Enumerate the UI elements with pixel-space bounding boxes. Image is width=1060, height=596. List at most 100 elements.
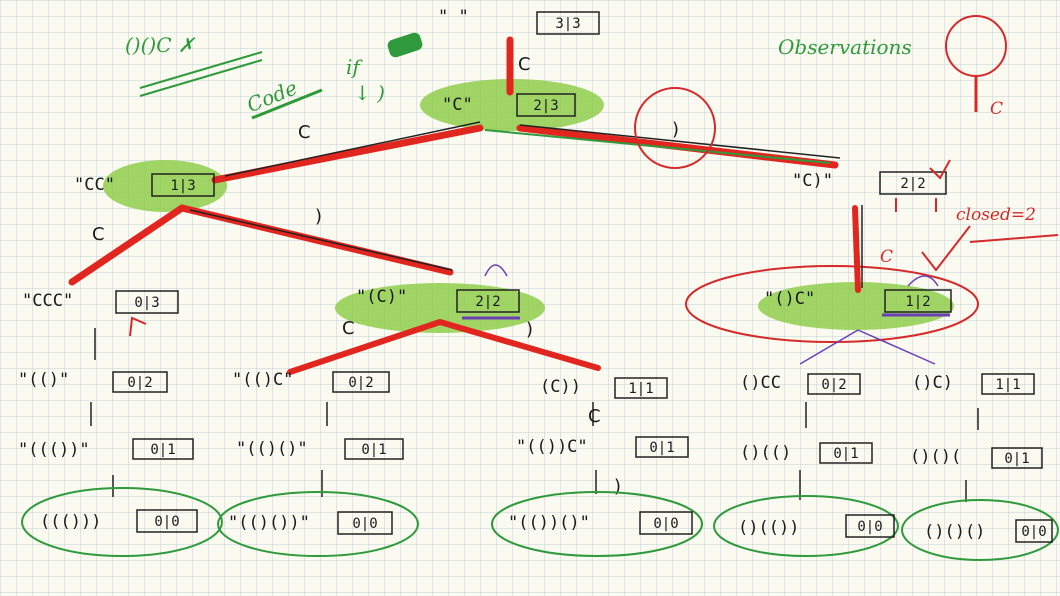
- node-label-leaf-4: ()()(): [924, 522, 985, 542]
- red-check-small: [929, 159, 951, 180]
- node-counts-l3-0: 0|3: [134, 295, 159, 311]
- node-counts-root: 3|3: [555, 16, 580, 32]
- node-box-l4-1: [332, 371, 390, 393]
- node-box-leaf-4: [1015, 519, 1053, 543]
- node-label-l5-4: ()()(: [910, 447, 961, 467]
- node-counts-l5-1: 0|1: [361, 442, 386, 458]
- highlight-mid3: [335, 283, 545, 333]
- red-circle-right3: [685, 265, 979, 343]
- node-box-root: [536, 11, 600, 35]
- green-edges: [484, 129, 831, 164]
- node-counts-l4-1: 0|2: [348, 375, 373, 391]
- node-label-level1: "C": [442, 95, 473, 115]
- node-label-right2: "C)": [792, 171, 833, 191]
- node-label-leaf-0: ((())): [40, 512, 101, 532]
- node-label-root: " ": [438, 7, 469, 27]
- node-box-l3-2: [884, 289, 952, 313]
- node-box-left2: [151, 173, 215, 197]
- node-counts-left2: 1|3: [170, 178, 195, 194]
- node-counts-l5-2: 0|1: [649, 440, 674, 456]
- tree-edges: [68, 36, 861, 375]
- node-label-l4-0: "(()": [18, 370, 69, 390]
- node-label-leaf-1: "(()())": [228, 513, 310, 533]
- edge-label-close: ): [614, 476, 621, 497]
- node-label-l5-1: "(()()": [236, 439, 308, 459]
- node-counts-leaf-2: 0|0: [653, 516, 678, 532]
- node-label-leaf-2: "(())()": [508, 513, 590, 533]
- red-circle-close: [634, 87, 716, 169]
- node-label-l3-2: "()C": [764, 289, 815, 309]
- red-arrow-l3-0: [129, 316, 147, 337]
- underline-note: [139, 51, 263, 89]
- note-top-left: ()()C ✗: [125, 33, 196, 57]
- node-box-l4-0: [112, 371, 168, 393]
- node-box-leaf-1: [337, 511, 393, 535]
- node-counts-l5-0: 0|1: [150, 442, 175, 458]
- highlight-right3: [758, 282, 954, 330]
- node-counts-l4-0: 0|2: [127, 375, 152, 391]
- node-box-leaf-2: [639, 511, 693, 535]
- node-counts-l3-2: 1|2: [905, 294, 930, 310]
- node-label-l4-2: (C)): [540, 377, 581, 397]
- node-box-right2: [879, 171, 947, 195]
- node-counts-l4-2: 1|1: [628, 381, 653, 397]
- node-counts-l3-1: 2|2: [475, 294, 500, 310]
- node-counts-leaf-0: 0|0: [154, 514, 179, 530]
- red-arrow-line: [969, 234, 1059, 243]
- scribble-mark: [387, 32, 423, 58]
- node-box-l3-0: [115, 290, 179, 314]
- edge-label-close: ): [672, 119, 679, 140]
- node-box-l5-3: [819, 442, 873, 464]
- purple-edges: [462, 264, 950, 365]
- edge-label-close: ): [315, 206, 322, 227]
- node-label-l5-3: ()((): [740, 443, 791, 463]
- node-label-l4-4: ()C): [912, 373, 953, 393]
- edge-label-open: C: [298, 122, 311, 143]
- node-label-leaf-3: ()(()): [738, 518, 799, 538]
- node-counts-right2: 2|2: [900, 176, 925, 192]
- node-label-l4-3: ()CC: [740, 373, 781, 393]
- node-box-l4-2: [614, 377, 668, 399]
- highlight-level1: [420, 79, 604, 131]
- underline-note: [139, 59, 263, 97]
- node-box-l4-4: [981, 373, 1035, 395]
- node-box-leaf-0: [136, 509, 198, 533]
- edge-label-open: C: [588, 406, 601, 427]
- node-counts-l4-3: 0|2: [821, 377, 846, 393]
- underline-code: [251, 88, 323, 120]
- edge-label-close: ): [526, 319, 533, 340]
- note-right-c: C: [880, 247, 893, 267]
- note-if-sub: ↓ ): [354, 81, 385, 105]
- highlight-left2: [103, 160, 227, 212]
- node-box-l5-0: [132, 438, 194, 460]
- node-counts-l5-3: 0|1: [833, 446, 858, 462]
- red-checkmark: [921, 225, 971, 272]
- node-counts-l5-4: 0|1: [1004, 451, 1029, 467]
- note-closed-eq: closed=2: [956, 205, 1036, 225]
- note-right-c: C: [990, 99, 1003, 119]
- node-label-l4-1: "(()C": [232, 370, 293, 390]
- node-box-l4-3: [807, 373, 861, 395]
- node-counts-level1: 2|3: [533, 98, 558, 114]
- tree-edges-dark: [90, 121, 979, 502]
- node-box-l5-1: [344, 438, 404, 460]
- note-observations: Observations: [778, 35, 912, 59]
- node-box-level1: [516, 93, 576, 117]
- node-counts-l4-4: 1|1: [995, 377, 1020, 393]
- node-label-l5-0: "((())": [18, 440, 90, 460]
- note-if: if: [346, 55, 363, 79]
- node-counts-leaf-1: 0|0: [352, 516, 377, 532]
- edge-label-open: C: [342, 318, 355, 339]
- node-label-l3-0: "CCC": [22, 291, 73, 311]
- node-box-l3-1: [456, 289, 520, 313]
- node-label-left2: "CC": [74, 175, 115, 195]
- leaf-circles: [21, 487, 1059, 561]
- red-circle-observation: [945, 15, 1007, 77]
- node-box-l5-2: [635, 436, 689, 458]
- node-box-leaf-3: [845, 514, 895, 538]
- edge-label-open: C: [518, 54, 531, 75]
- node-counts-leaf-3: 0|0: [857, 519, 882, 535]
- edge-label-open: C: [92, 224, 105, 245]
- node-label-l5-2: "(())C": [516, 437, 588, 457]
- node-counts-leaf-4: 0|0: [1021, 524, 1046, 540]
